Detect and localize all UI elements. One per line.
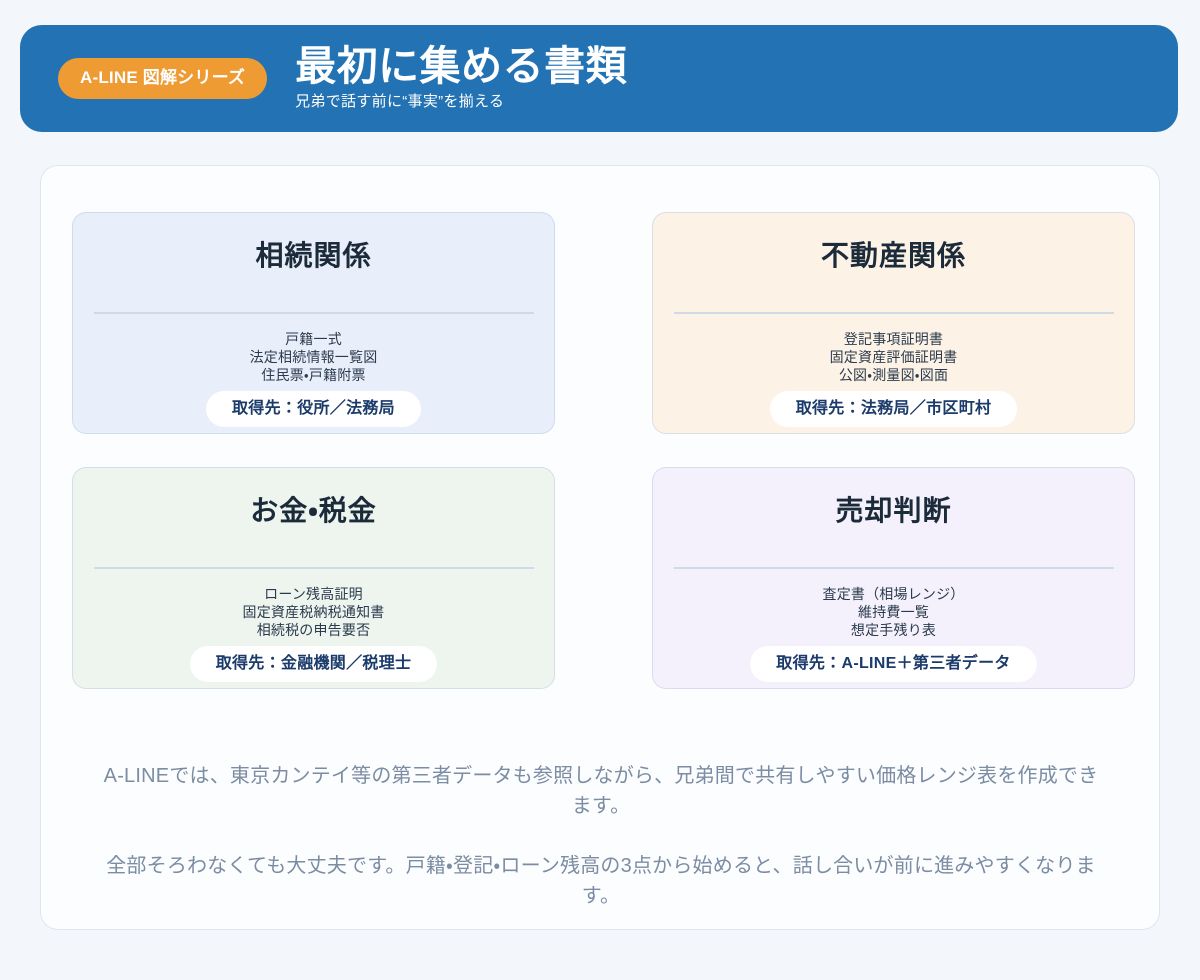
page-subtitle: 兄弟で話す前に“事実”を揃える xyxy=(295,92,505,110)
card-title: お金・税金 xyxy=(250,495,377,526)
card-source-badge: 取得先：法務局／市区町村 xyxy=(769,390,1018,428)
card-divider xyxy=(93,311,534,314)
category-card-realestate: 不動産関係 登記事項証明書 固定資産評価証明書 公図・測量図・図面 取得先：法務… xyxy=(652,212,1135,434)
content-panel: 相続関係 戸籍一式 法定相続情報一覧図 住民票・戸籍附票 取得先：役所／法務局 … xyxy=(40,165,1160,930)
page-title: 最初に集める書類 xyxy=(295,42,628,89)
header-banner: A-LINE 図解シリーズ 最初に集める書類 兄弟で話す前に“事実”を揃える xyxy=(20,25,1178,132)
document-category-grid: 相続関係 戸籍一式 法定相続情報一覧図 住民票・戸籍附票 取得先：役所／法務局 … xyxy=(72,212,1135,689)
card-title: 売却判断 xyxy=(835,495,952,526)
card-divider xyxy=(673,311,1114,314)
card-document-list: 査定書（相場レンジ） 維持費一覧 想定手残り表 xyxy=(822,585,965,638)
card-title: 相続関係 xyxy=(255,240,372,271)
card-document-list: 登記事項証明書 固定資産評価証明書 公図・測量図・図面 xyxy=(829,330,958,383)
category-card-inheritance: 相続関係 戸籍一式 法定相続情報一覧図 住民票・戸籍附票 取得先：役所／法務局 xyxy=(72,212,555,434)
card-divider xyxy=(673,566,1114,569)
card-document-list: 戸籍一式 法定相続情報一覧図 住民票・戸籍附票 xyxy=(249,330,378,383)
note-paragraph: 全部そろわなくても大丈夫です。戸籍・登記・ローン残高の3点から始めると、話し合い… xyxy=(106,855,1096,907)
card-document-list: ローン残高証明 固定資産税納税通知書 相続税の申告要否 xyxy=(242,585,385,638)
card-source-badge: 取得先：A-LINE＋第三者データ xyxy=(750,645,1037,683)
card-source-badge: 取得先：役所／法務局 xyxy=(205,390,421,428)
note-paragraph: A-LINEでは、東京カンテイ等の第三者データも参照しながら、兄弟間で共有しやす… xyxy=(103,765,1099,817)
header-text-group: 最初に集める書類 兄弟で話す前に“事実”を揃える xyxy=(295,42,628,114)
category-card-money-tax: お金・税金 ローン残高証明 固定資産税納税通知書 相続税の申告要否 取得先：金融… xyxy=(72,467,555,689)
card-title: 不動産関係 xyxy=(820,240,966,271)
footer-notes: A-LINEでは、東京カンテイ等の第三者データも参照しながら、兄弟間で共有しやす… xyxy=(101,761,1101,911)
card-source-badge: 取得先：金融機関／税理士 xyxy=(189,645,438,683)
series-badge: A-LINE 図解シリーズ xyxy=(58,58,268,99)
card-divider xyxy=(93,566,534,569)
category-card-sale-decision: 売却判断 査定書（相場レンジ） 維持費一覧 想定手残り表 取得先：A-LINE＋… xyxy=(652,467,1135,689)
